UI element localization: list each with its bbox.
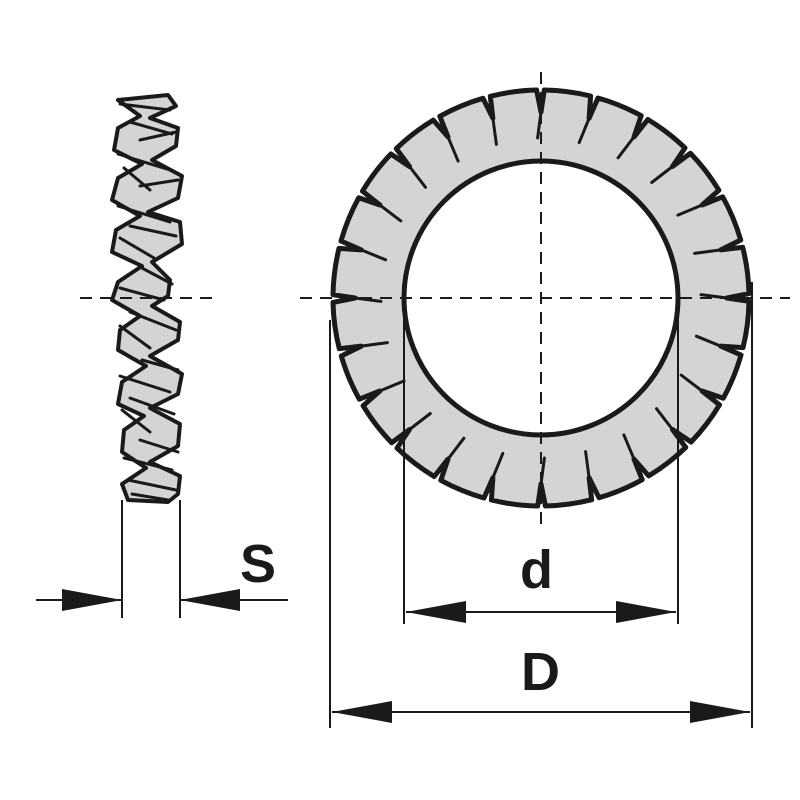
thickness-label: S bbox=[240, 534, 276, 594]
center-lines bbox=[80, 72, 790, 525]
tooth-slit bbox=[359, 248, 388, 262]
tooth-slit bbox=[446, 135, 460, 163]
tooth-slit bbox=[491, 116, 498, 146]
tooth-slit bbox=[650, 165, 674, 184]
tooth-slit bbox=[676, 203, 704, 217]
tooth-slit bbox=[491, 451, 505, 480]
tooth-slit bbox=[616, 135, 636, 160]
tooth-slit bbox=[378, 203, 403, 223]
tooth-slit bbox=[446, 436, 466, 461]
tooth-slit bbox=[359, 341, 389, 348]
inner-diameter-label: d bbox=[520, 540, 553, 600]
tooth-slit bbox=[577, 116, 591, 145]
tooth-slit bbox=[408, 412, 432, 431]
tooth-slit bbox=[655, 407, 674, 431]
tooth-slit bbox=[353, 296, 383, 303]
dimension-thickness bbox=[36, 500, 288, 618]
tooth-slit bbox=[679, 373, 704, 393]
dimension-inner-diameter bbox=[403, 318, 679, 624]
tooth-slit bbox=[693, 248, 723, 255]
tooth-slit bbox=[378, 379, 406, 393]
tooth-slit bbox=[584, 450, 591, 480]
tooth-slit bbox=[694, 334, 723, 348]
outer-diameter-label: D bbox=[521, 642, 560, 702]
tooth-slit bbox=[622, 433, 636, 461]
washer-tooth-slits bbox=[353, 110, 729, 486]
dimension-outer-diameter bbox=[329, 282, 753, 728]
side-view-twist-lines bbox=[116, 102, 180, 502]
tooth-slit bbox=[408, 165, 427, 189]
